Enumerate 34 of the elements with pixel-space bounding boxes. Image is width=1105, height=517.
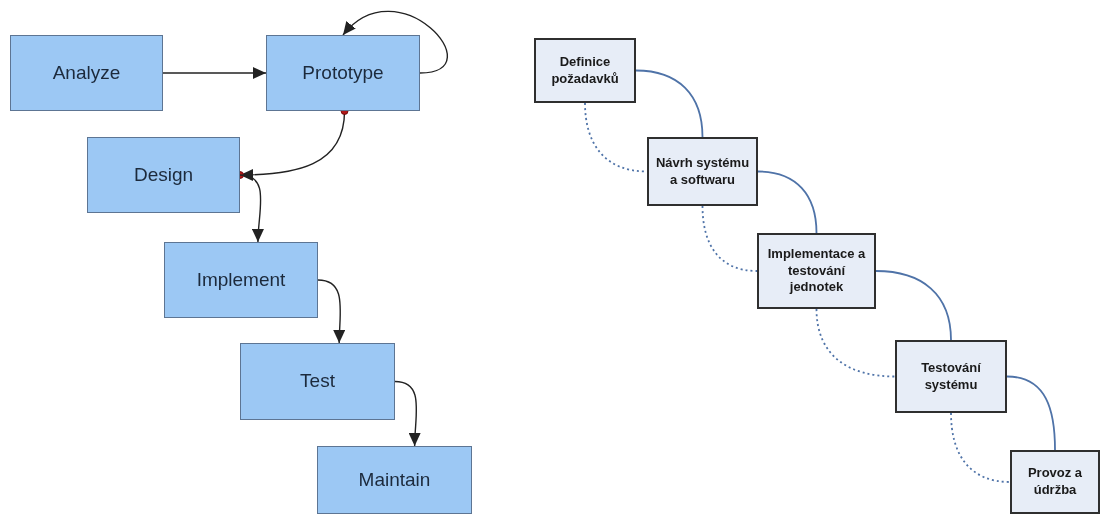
box-label: Implementace a testování jednotek — [766, 245, 867, 297]
connector — [875, 270, 952, 341]
connector — [950, 412, 1011, 483]
process-box — [240, 343, 395, 420]
process-box — [164, 242, 318, 318]
connector — [701, 205, 758, 272]
process-box — [317, 446, 472, 514]
phase-box — [757, 233, 876, 309]
connector — [1006, 375, 1056, 451]
box-label: Design — [133, 162, 194, 187]
connector — [394, 380, 421, 447]
process-box — [87, 137, 240, 213]
connector — [342, 10, 449, 74]
box-label: Návrh systému a softwaru — [654, 154, 751, 189]
box-label: Prototype — [302, 60, 384, 85]
box-label: Analyze — [52, 60, 121, 85]
connector — [815, 308, 896, 378]
process-box — [266, 35, 420, 111]
box-label: Test — [300, 369, 335, 394]
connector — [239, 174, 265, 243]
process-box — [10, 35, 163, 111]
box-label: Implement — [196, 267, 286, 292]
connector — [757, 170, 818, 234]
connector — [317, 279, 346, 344]
box-label: Definice požadavků — [550, 53, 620, 88]
phase-box — [1010, 450, 1100, 514]
box-label: Provoz a údržba — [1026, 465, 1084, 499]
connector — [162, 67, 267, 79]
connector — [635, 69, 704, 138]
phase-box — [647, 137, 758, 206]
phase-box — [895, 340, 1007, 413]
box-label: Testování systému — [920, 359, 982, 394]
phase-box — [534, 38, 636, 103]
box-label: Maintain — [358, 467, 431, 492]
